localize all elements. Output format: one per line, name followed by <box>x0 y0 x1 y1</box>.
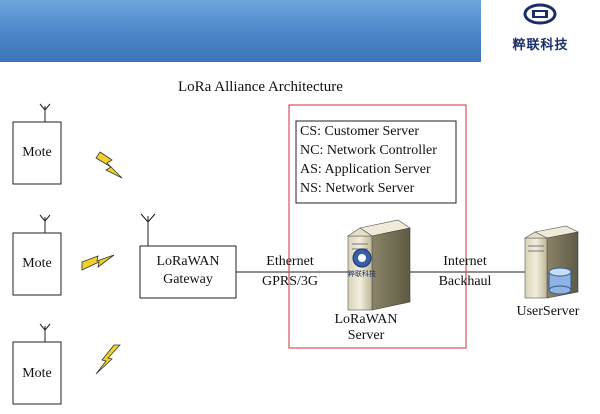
database-icon <box>548 267 572 295</box>
lightning-icon-1 <box>95 151 123 179</box>
server-badge-text: 粹联科技 <box>348 270 376 278</box>
diagram-title: LoRa Alliance Architecture <box>178 79 343 95</box>
legend-item-cs: CS: Customer Server <box>300 124 419 139</box>
mote-antenna-icon-1 <box>39 103 51 122</box>
server-label-line1: LoRaWAN <box>334 312 398 327</box>
link-label-internet: Internet <box>443 254 487 269</box>
gateway-label-line2: Gateway <box>163 272 213 287</box>
gateway-label-line1: LoRaWAN <box>156 254 220 269</box>
network-server-highlight <box>288 104 467 349</box>
logo: 粹联科技 <box>481 0 600 62</box>
mote-label-2: Mote <box>22 256 52 271</box>
mote-antenna-icon-3 <box>39 323 51 342</box>
legend-item-as: AS: Application Server <box>300 162 431 177</box>
legend-box <box>295 120 457 204</box>
mote-label-3: Mote <box>22 366 52 381</box>
link-label-gprs: GPRS/3G <box>261 274 319 289</box>
mote-antenna-icon-2 <box>39 214 51 233</box>
mote-box-1 <box>12 121 62 185</box>
gateway-antenna-icon <box>140 213 156 246</box>
lightning-icon-3 <box>95 344 121 375</box>
link-label-backhaul: Backhaul <box>438 274 492 289</box>
dragino-logo-icon <box>523 3 557 25</box>
lightning-icon-2 <box>81 254 115 271</box>
logo-company-name: 粹联科技 <box>512 37 569 52</box>
legend-item-nc: NC: Network Controller <box>300 143 437 158</box>
mote-box-3 <box>12 341 62 405</box>
link-label-ethernet: Ethernet <box>266 254 314 269</box>
mote-label-1: Mote <box>22 145 52 160</box>
gateway-box <box>139 245 237 299</box>
server-label-line2: Server <box>347 328 385 343</box>
mote-box-2 <box>12 232 62 296</box>
lorawan-server-icon <box>347 219 411 311</box>
user-server-label: UserServer <box>516 304 580 319</box>
legend-item-ns: NS: Network Server <box>300 181 415 196</box>
